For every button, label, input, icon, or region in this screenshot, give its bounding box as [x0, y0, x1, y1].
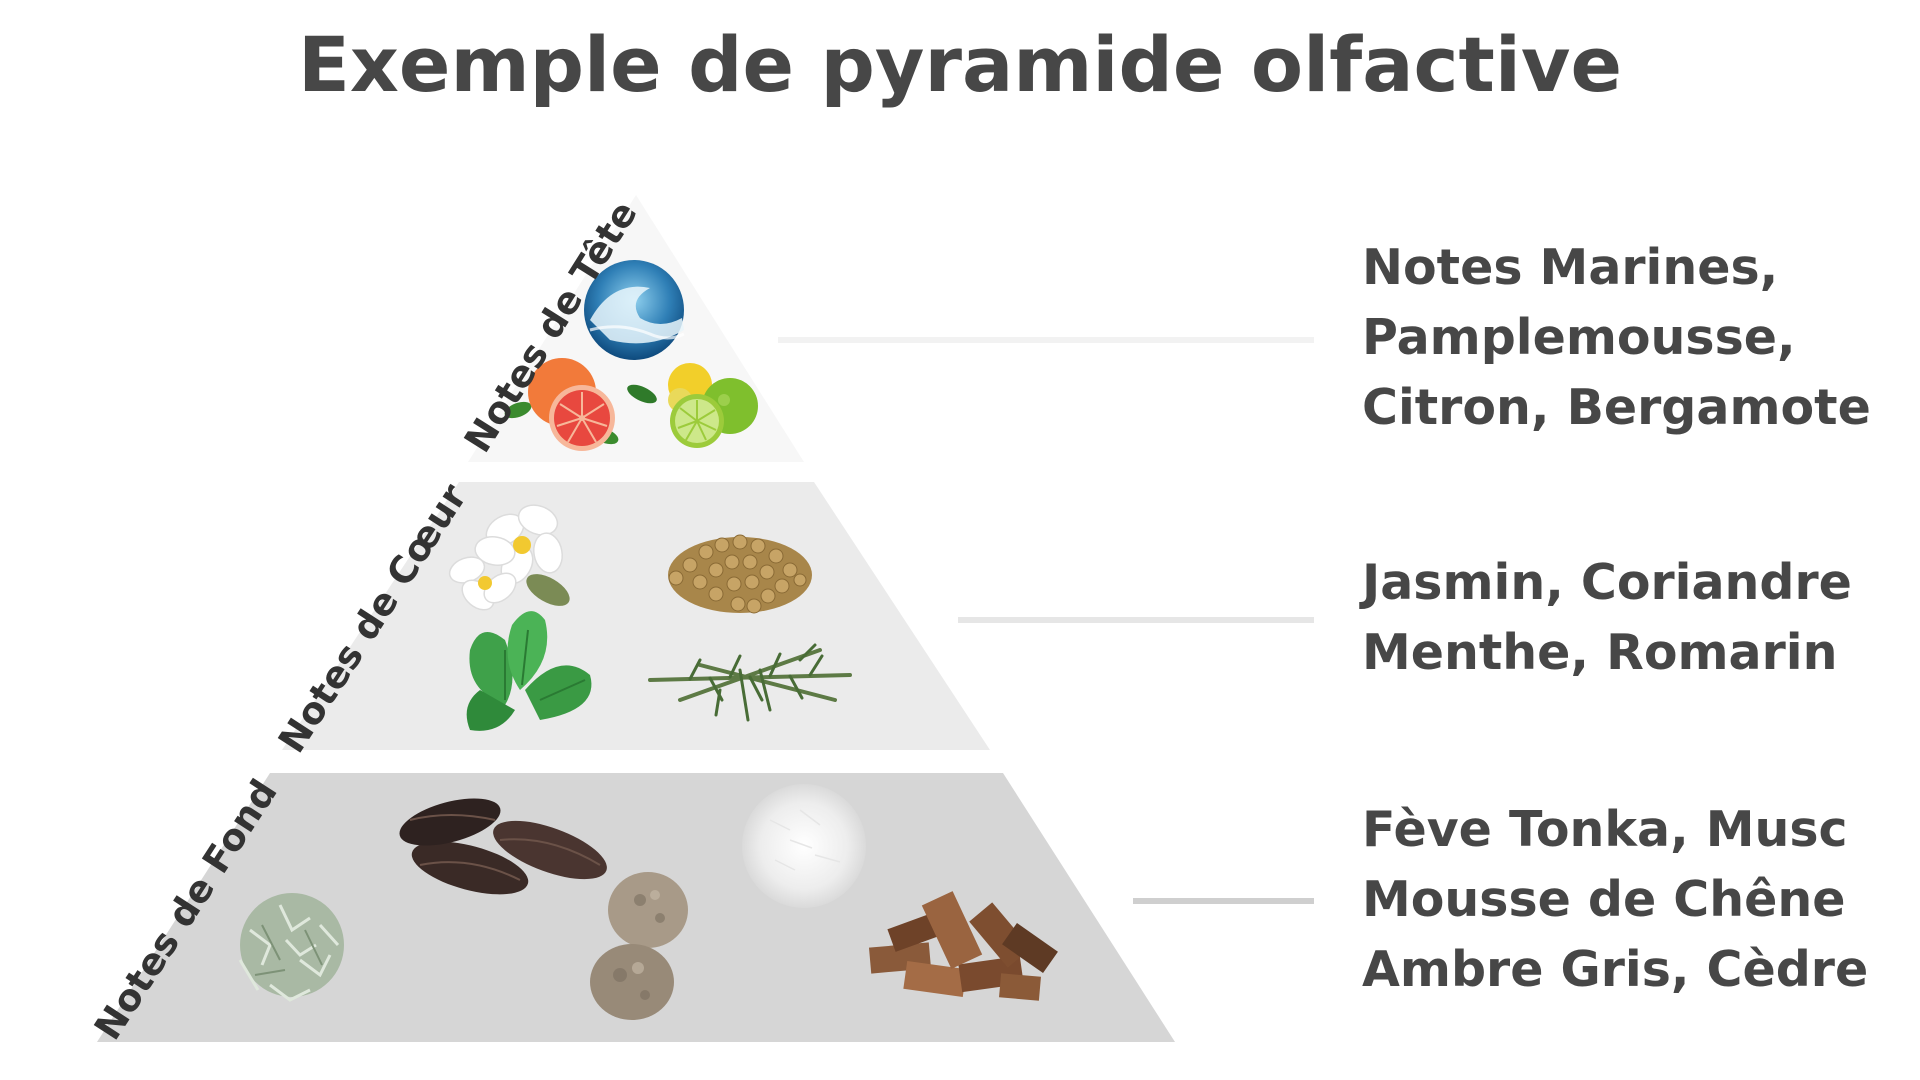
- tier-middle-notes: Jasmin, Coriandre Menthe, Romarin: [1362, 548, 1852, 688]
- tier-top-notes: Notes Marines, Pamplemousse, Citron, Ber…: [1362, 233, 1871, 443]
- oakmoss-icon: [238, 893, 344, 1002]
- lemon-bergamot-icon: [627, 363, 758, 448]
- musk-fur-icon: [742, 784, 866, 908]
- tier-middle-note-line: Jasmin, Coriandre: [1362, 554, 1852, 611]
- ambergris-icon: [590, 872, 688, 1020]
- tier-bottom-notes: Fève Tonka, Musc Mousse de Chêne Ambre G…: [1362, 795, 1868, 1005]
- ocean-wave-icon: [584, 260, 685, 360]
- tier-bottom-note-line: Ambre Gris, Cèdre: [1362, 941, 1869, 998]
- tier-middle-shape: [282, 482, 990, 750]
- tier-bottom-note-line: Mousse de Chêne: [1362, 871, 1846, 928]
- coriander-seeds-icon: [668, 534, 812, 614]
- tonka-beans-icon: [399, 798, 607, 895]
- rosemary-icon: [648, 643, 852, 722]
- mint-leaves-icon: [466, 611, 592, 731]
- tier-bottom-note-line: Fève Tonka, Musc: [1362, 801, 1848, 858]
- page-title: Exemple de pyramide olfactive: [297, 20, 1623, 109]
- jasmine-flower-icon: [448, 504, 570, 611]
- cedar-wood-icon: [868, 891, 1058, 1001]
- grapefruit-icon: [504, 358, 619, 451]
- tier-top-note-line: Notes Marines,: [1362, 239, 1779, 296]
- tier-middle-note-line: Menthe, Romarin: [1362, 624, 1838, 681]
- tier-top-note-line: Pamplemousse,: [1362, 309, 1796, 366]
- tier-top-note-line: Citron, Bergamote: [1362, 379, 1871, 436]
